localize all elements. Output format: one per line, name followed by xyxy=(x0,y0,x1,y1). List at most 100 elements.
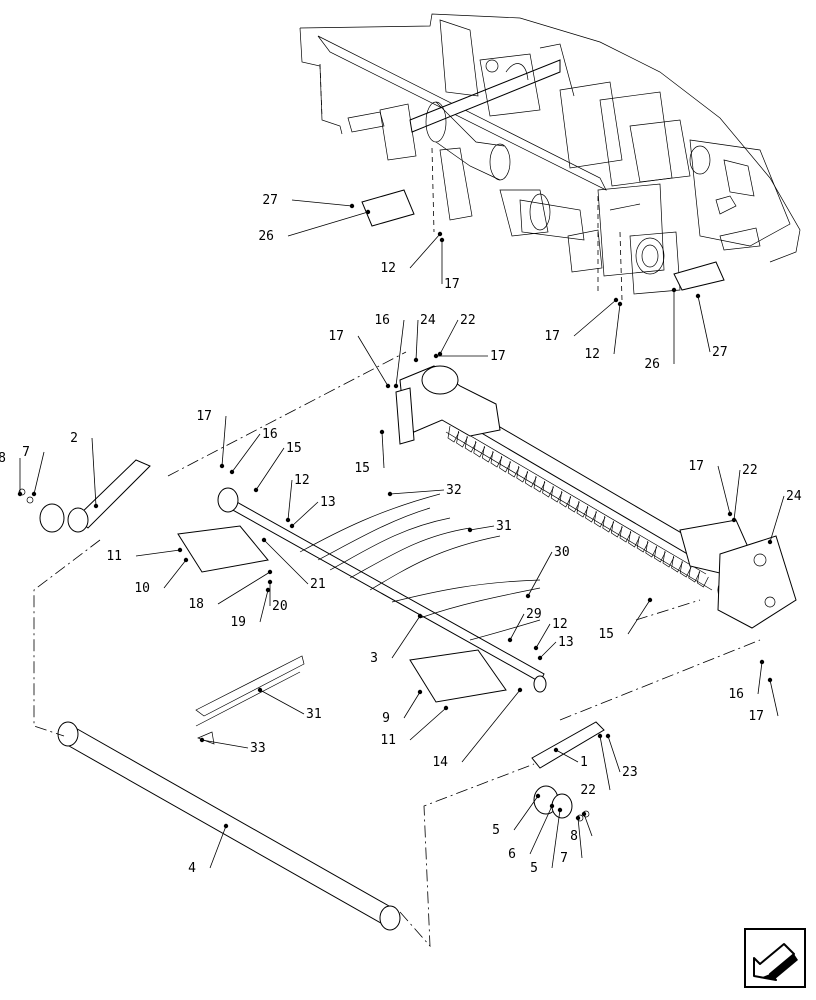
callout-anchor xyxy=(575,815,581,821)
callout-anchor xyxy=(365,209,371,215)
callout-anchor xyxy=(581,811,587,817)
callout-label: 8 xyxy=(0,451,6,466)
callout-leader xyxy=(291,501,319,527)
callout-label: 15 xyxy=(598,627,614,642)
callout-label: 27 xyxy=(262,193,278,208)
frame-bar-assembly xyxy=(177,487,547,745)
roller-tube xyxy=(57,721,401,931)
tine xyxy=(593,510,606,528)
callout-label: 23 xyxy=(622,765,638,780)
callout-anchor xyxy=(727,511,733,517)
callout-leader xyxy=(33,451,45,495)
callout-leader xyxy=(415,319,419,361)
callout-label: 24 xyxy=(420,313,436,328)
callout-anchor xyxy=(647,597,653,603)
callout-label: 17 xyxy=(196,409,212,424)
callout-leader xyxy=(539,641,557,659)
callout-leader xyxy=(255,447,285,491)
callout-leader xyxy=(577,817,583,859)
callout-label: 17 xyxy=(328,329,344,344)
callout-anchor xyxy=(257,687,263,693)
callout-label: 13 xyxy=(320,495,336,510)
callout-anchor xyxy=(437,351,443,357)
callout-leader xyxy=(627,599,651,635)
callout-leader xyxy=(163,559,187,589)
callout-leader xyxy=(357,335,389,387)
callout-label: 7 xyxy=(22,445,30,460)
callout-label: 3 xyxy=(370,651,378,666)
callout-leader xyxy=(733,469,741,521)
tine xyxy=(456,430,468,448)
callout-leader xyxy=(461,689,521,763)
callout-leader xyxy=(263,539,309,585)
tine xyxy=(516,465,529,483)
callout-label: 15 xyxy=(286,441,302,456)
callout-leader xyxy=(513,795,539,831)
tine xyxy=(525,470,537,488)
callout-leader xyxy=(409,707,447,741)
callout-leader xyxy=(551,809,561,869)
callout-anchor xyxy=(289,523,295,529)
tine-rotor-assembly xyxy=(395,365,797,629)
tine xyxy=(542,480,554,498)
previous-page-button[interactable] xyxy=(744,928,806,988)
callout-label: 2 xyxy=(70,431,78,446)
callout-leader xyxy=(259,689,305,715)
callout-label: 4 xyxy=(188,861,196,876)
callout-label: 18 xyxy=(188,597,204,612)
callout-anchor xyxy=(229,469,235,475)
callout-leader xyxy=(259,589,269,623)
callout-leader xyxy=(599,735,611,791)
callout-anchor xyxy=(533,645,539,651)
callout-anchor xyxy=(31,491,37,497)
callout-anchor xyxy=(261,537,267,543)
tine xyxy=(499,455,511,473)
callout-anchor xyxy=(613,297,619,303)
callout-leader xyxy=(389,489,445,495)
callout-label: 12 xyxy=(294,473,310,488)
callout-label: 12 xyxy=(380,261,396,276)
callout-anchor xyxy=(433,353,439,359)
callout-label: 26 xyxy=(258,229,274,244)
callout-anchor xyxy=(767,539,773,545)
callout-anchor xyxy=(379,429,385,435)
callout-leader xyxy=(209,825,227,869)
tine xyxy=(602,515,615,533)
callout-anchor xyxy=(183,557,189,563)
tine xyxy=(636,535,649,553)
callout-leader xyxy=(391,615,421,659)
callout-anchor xyxy=(417,613,423,619)
tine xyxy=(559,490,572,508)
callout-anchor xyxy=(671,287,677,293)
callout-anchor xyxy=(525,593,531,599)
callout-label: 14 xyxy=(432,755,448,770)
callout-label: 30 xyxy=(554,545,570,560)
callout-label: 11 xyxy=(380,733,396,748)
callout-leader xyxy=(529,805,553,855)
callout-anchor xyxy=(557,807,563,813)
callout-anchor xyxy=(413,357,419,363)
tine xyxy=(473,440,486,458)
previous-page-arrow-icon xyxy=(744,928,806,988)
callout-anchor xyxy=(617,301,623,307)
callout-anchor xyxy=(439,237,445,243)
callout-leader xyxy=(381,431,385,469)
tine xyxy=(550,485,563,503)
callout-label: 1 xyxy=(580,755,588,770)
rotor-tines xyxy=(447,425,709,588)
callout-anchor xyxy=(265,587,271,593)
callout-anchor xyxy=(537,655,543,661)
callout-label: 31 xyxy=(306,707,322,722)
callout-leader xyxy=(697,295,711,353)
callout-anchor xyxy=(605,733,611,739)
callout-anchor xyxy=(467,527,473,533)
callout-anchor xyxy=(267,569,273,575)
callout-anchor xyxy=(759,659,765,665)
callout-leader xyxy=(469,525,495,531)
callout-label: 26 xyxy=(644,357,660,372)
callout-leader xyxy=(439,319,459,355)
callout-label: 24 xyxy=(786,489,802,504)
callout-leader xyxy=(291,199,353,207)
